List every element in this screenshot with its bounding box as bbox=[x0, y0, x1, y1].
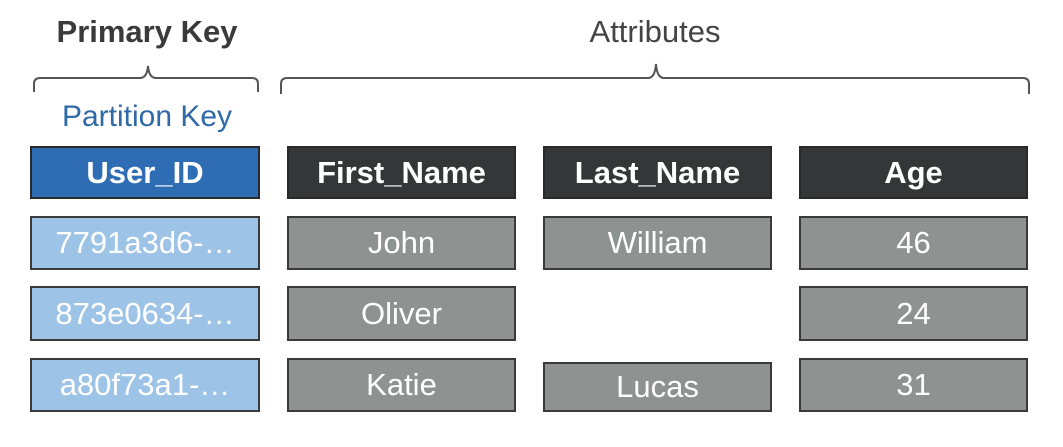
first-name-cell: Katie bbox=[287, 358, 516, 412]
first-name-cell: Oliver bbox=[287, 286, 516, 341]
braces bbox=[33, 63, 1030, 94]
user-id-cell: a80f73a1-… bbox=[30, 358, 260, 412]
user-id-cell: 873e0634-… bbox=[30, 286, 260, 341]
primary-key-brace bbox=[33, 65, 259, 92]
last-name-cell: William bbox=[543, 216, 772, 270]
user-id-cell: 7791a3d6-… bbox=[30, 216, 260, 270]
column-header-last-name: Last_Name bbox=[543, 146, 772, 199]
column-header-user-id: User_ID bbox=[30, 146, 260, 199]
column-header-first-name: First_Name bbox=[287, 146, 516, 199]
age-cell: 46 bbox=[799, 216, 1028, 270]
partition-key-label: Partition Key bbox=[61, 100, 233, 133]
attributes-title: Attributes bbox=[589, 14, 721, 49]
attributes-brace bbox=[280, 63, 1030, 94]
age-cell: 24 bbox=[799, 286, 1028, 341]
column-header-age: Age bbox=[799, 146, 1028, 199]
first-name-cell: John bbox=[287, 216, 516, 270]
last-name-cell: Lucas bbox=[543, 362, 772, 412]
primary-key-title: Primary Key bbox=[56, 14, 238, 49]
age-cell: 31 bbox=[799, 358, 1028, 412]
